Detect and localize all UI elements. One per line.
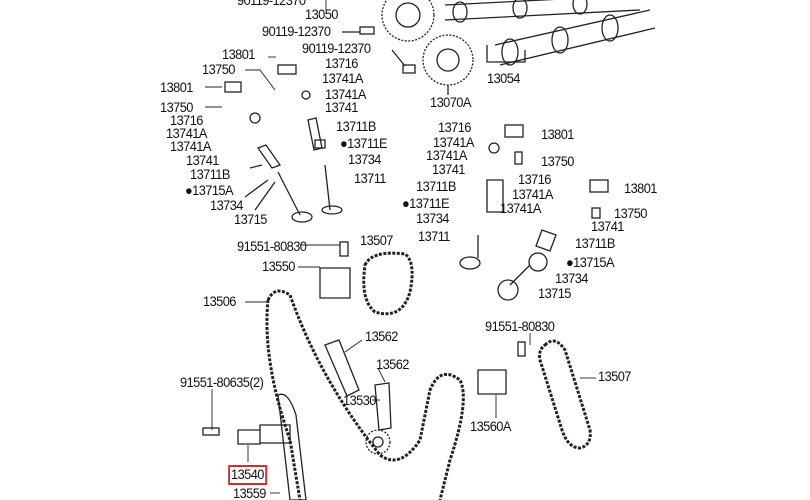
part-number-label[interactable]: 13741 (591, 219, 624, 234)
part-number-label[interactable]: 13716 (170, 113, 203, 128)
part-number-label[interactable]: 13741A (325, 87, 366, 102)
part-number-label[interactable]: 13741A (512, 187, 553, 202)
part-number-label[interactable]: 13711B (336, 119, 376, 134)
part-number-label[interactable]: 13741A (170, 139, 211, 154)
part-number-label[interactable]: 13750 (541, 154, 574, 169)
timing-chain-13507-right (538, 339, 592, 450)
part-number-label[interactable]: 13741A (433, 135, 474, 150)
camshaft-upper (444, 0, 641, 23)
camshaft-lower (486, 9, 656, 66)
vvt-gear-2 (422, 34, 474, 95)
part-number-label[interactable]: 13716 (518, 172, 551, 187)
part-number-label[interactable]: 13711B (416, 179, 456, 194)
part-number-label[interactable]: 13716 (438, 120, 471, 135)
part-number-label[interactable]: ●13711E (340, 136, 388, 151)
part-number-label[interactable]: 91551-80830 (237, 239, 307, 254)
part-number-label[interactable]: 13716 (325, 56, 358, 71)
bolts (202, 26, 526, 436)
part-number-label[interactable]: 91551-80830 (485, 319, 555, 334)
part-number-label[interactable]: 13711B (575, 236, 615, 251)
valve-set-left (224, 64, 313, 223)
valve-set-mid (301, 90, 343, 215)
leader-lines (205, 0, 596, 494)
part-number-label[interactable]: 90119-12370 (262, 24, 331, 39)
part-number-label[interactable]: 13562 (365, 329, 398, 344)
part-number-label[interactable]: 13711 (354, 171, 386, 186)
part-number-label[interactable]: ●13715A (566, 255, 615, 270)
chain-guides (277, 339, 392, 500)
part-number-label[interactable]: 13741A (500, 201, 541, 216)
part-number-label[interactable]: 13741A (166, 126, 207, 141)
part-number-label[interactable]: 13562 (376, 357, 409, 372)
part-number-label[interactable]: ●13711E (402, 196, 450, 211)
vvt-gear-1 (381, 0, 435, 42)
part-number-label[interactable]: 90119-12370 (302, 41, 371, 56)
part-number-label[interactable]: 13506 (203, 294, 236, 309)
part-number-label[interactable]: 13550 (262, 259, 295, 274)
part-number-label[interactable]: 13734 (416, 211, 449, 226)
part-number-label[interactable]: 13750 (202, 62, 235, 77)
part-number-label[interactable]: 13054 (487, 71, 520, 86)
part-number-label[interactable]: 13734 (348, 152, 381, 167)
part-number-label[interactable]: 90119-12370 (237, 0, 306, 8)
timing-chain-13507-upper (362, 251, 414, 316)
part-number-label[interactable]: 13507 (360, 233, 393, 248)
highlighted-part-label[interactable]: 13540 (228, 465, 267, 485)
part-number-label[interactable]: 13711 (418, 229, 450, 244)
part-number-label[interactable]: 13741 (432, 162, 465, 177)
part-number-label[interactable]: 13715 (234, 212, 267, 227)
chain-tensioners (237, 267, 507, 445)
part-number-label[interactable]: 13507 (598, 369, 631, 384)
part-number-label[interactable]: 13734 (555, 271, 588, 286)
part-number-label[interactable]: 13741A (426, 148, 467, 163)
part-number-label[interactable]: 13801 (160, 80, 193, 95)
part-number-label[interactable]: 91551-80635(2) (180, 375, 264, 390)
part-number-label[interactable]: 13741 (325, 100, 358, 115)
part-number-label[interactable]: ●13715A (185, 183, 234, 198)
part-number-label[interactable]: 13801 (541, 127, 574, 142)
part-number-label[interactable]: 13711B (190, 167, 230, 182)
valve-set-right-2 (497, 179, 609, 301)
part-number-label[interactable]: 13559 (233, 486, 266, 500)
valve-set-right-1 (459, 124, 524, 270)
part-number-label[interactable]: 13050 (305, 7, 338, 22)
part-number-label[interactable]: 13750 (614, 206, 647, 221)
part-number-label[interactable]: 13750 (160, 100, 193, 115)
main-timing-chain-13506 (265, 289, 465, 500)
part-number-label[interactable]: 13801 (624, 181, 657, 196)
part-number-label[interactable]: 13801 (222, 47, 255, 62)
part-number-label[interactable]: 13070A (430, 95, 471, 110)
sprocket (365, 429, 391, 455)
part-number-label[interactable]: 13715 (538, 286, 571, 301)
part-number-label[interactable]: 13734 (210, 198, 243, 213)
part-number-label[interactable]: 13741A (322, 71, 363, 86)
part-number-label[interactable]: 13741 (186, 153, 219, 168)
part-number-label[interactable]: 13530 (343, 393, 376, 408)
part-number-label[interactable]: 13560A (470, 419, 511, 434)
